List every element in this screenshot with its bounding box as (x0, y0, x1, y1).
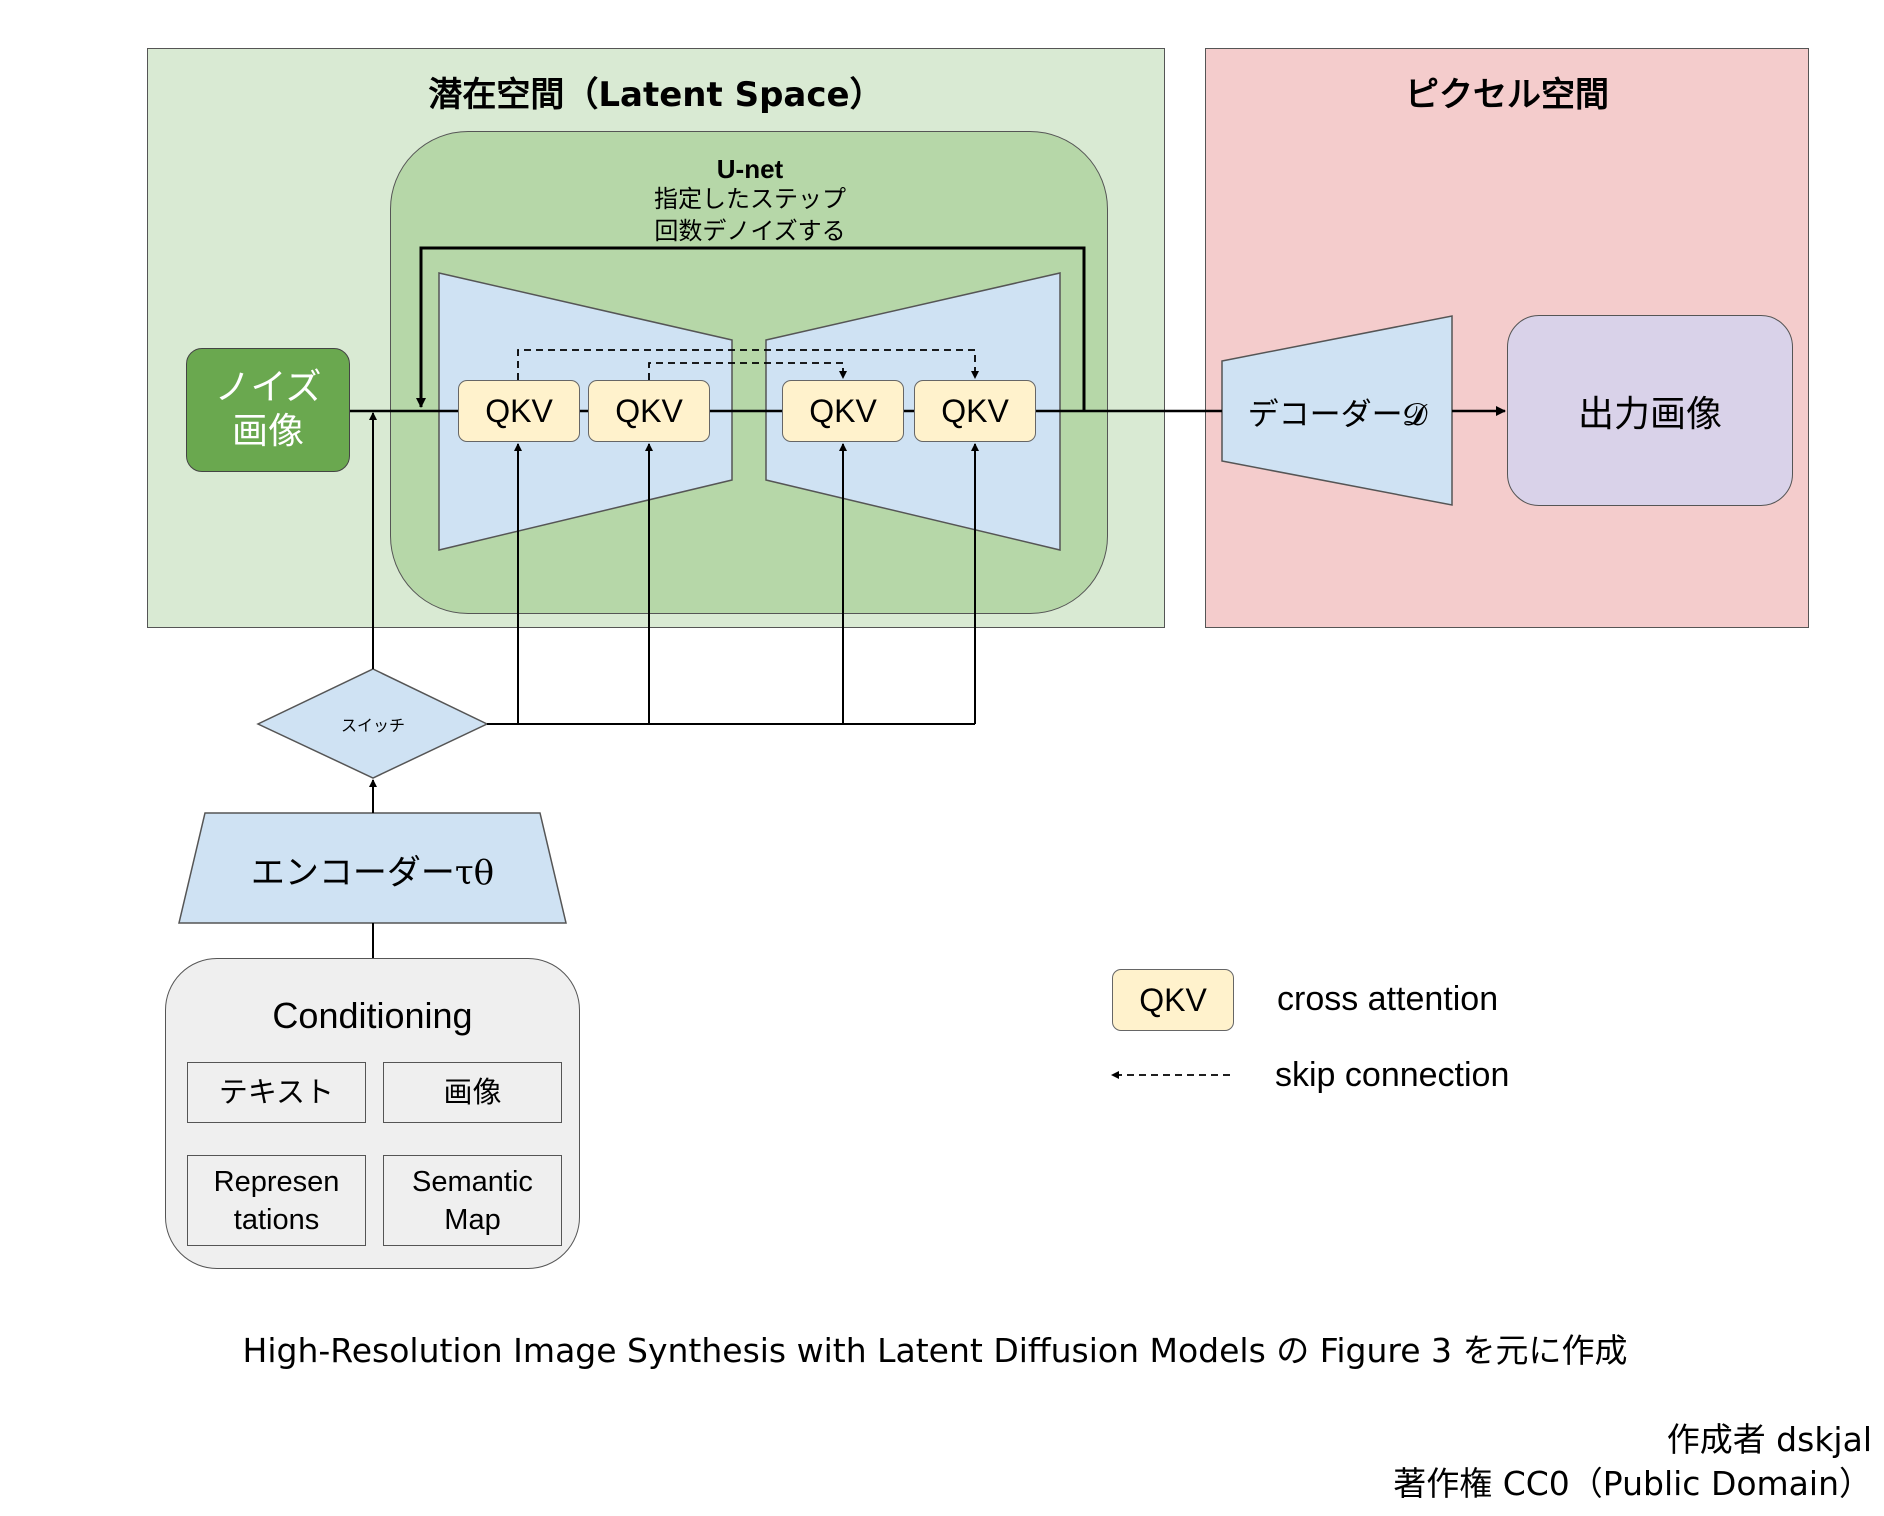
encoder-trapezoid (178, 812, 567, 924)
pixel-space-title: ピクセル空間 (1405, 74, 1609, 115)
skip-connection-outer (517, 349, 979, 380)
credit-license: 著作権 CC0（Public Domain） (1393, 1464, 1872, 1503)
decoder-label: デコーダー𝓓 (1247, 396, 1427, 433)
legend-skip-connection-label: skip connection (1275, 1056, 1510, 1094)
qkv-block-1: QKV (458, 380, 580, 442)
figure-caption: High-Resolution Image Synthesis with Lat… (242, 1331, 1628, 1370)
qkv-block-4: QKV (914, 380, 1036, 442)
unet-subtitle-line2: 回数デノイズする (654, 216, 846, 245)
skip-connection-inner (648, 362, 847, 380)
output-image-box: 出力画像 (1507, 315, 1793, 506)
conditioning-item-semantic-map: Semantic Map (383, 1155, 562, 1246)
qkv-block-3: QKV (782, 380, 904, 442)
latent-space-title: 潜在空間（Latent Space） (428, 74, 884, 115)
decoder-trapezoid (1221, 315, 1453, 506)
conditioning-item-text-label: テキスト (218, 1076, 335, 1109)
conditioning-item-representations-line1: Represen (213, 1165, 340, 1198)
unet-subtitle-line1: 指定したステップ (654, 184, 846, 213)
conditioning-item-image-label: 画像 (443, 1076, 502, 1109)
legend-cross-attention-label: cross attention (1277, 980, 1499, 1018)
noise-image-line2: 画像 (231, 411, 304, 452)
conditioning-item-image: 画像 (383, 1062, 562, 1123)
denoise-loop-arrow (416, 246, 1086, 411)
unet-title: U-net (716, 153, 784, 184)
conditioning-item-representations: Represen tations (187, 1155, 366, 1246)
noise-image-box: ノイズ 画像 (186, 348, 350, 472)
conditioning-item-semantic-map-line2: Map (444, 1203, 501, 1236)
switch-label: スイッチ (340, 716, 405, 735)
credit-author: 作成者 dskjal (1666, 1420, 1872, 1459)
conditioning-item-semantic-map-line1: Semantic (412, 1165, 533, 1198)
qkv-block-2: QKV (588, 380, 710, 442)
conditioning-item-text: テキスト (187, 1062, 366, 1123)
legend-qkv-block: QKV (1112, 969, 1234, 1031)
encoder-label: エンコーダーτθ (250, 852, 495, 893)
switch-diamond (256, 668, 489, 779)
conditioning-title: Conditioning (272, 995, 473, 1036)
conditioning-item-representations-line2: tations (233, 1203, 320, 1236)
noise-image-line1: ノイズ (214, 367, 322, 408)
